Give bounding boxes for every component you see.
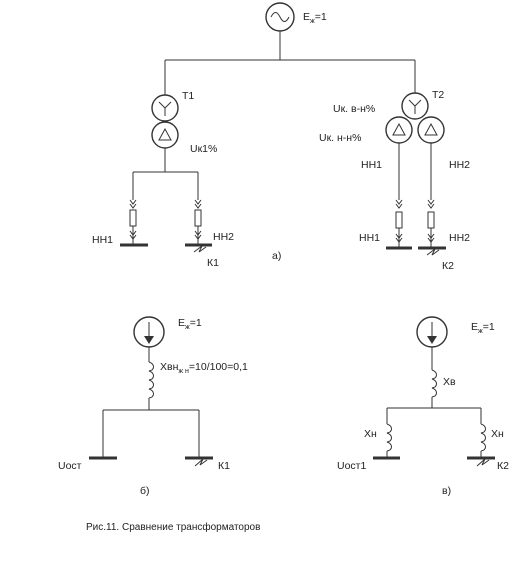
sine-wave-icon <box>270 12 290 22</box>
part-b-e-label: Eж=1 <box>178 317 202 331</box>
u-ost-label: Uост <box>58 460 82 472</box>
hh2-label: НН2 <box>213 231 234 243</box>
inductor-xn-right-icon <box>480 423 486 452</box>
switch-icon <box>427 199 435 209</box>
xn-right-label: Хн <box>491 428 504 440</box>
t2-delta-winding-left-icon <box>385 116 413 144</box>
xv-label: Хв <box>443 376 456 388</box>
inductor-xv-icon <box>431 369 437 398</box>
k1-label: К1 <box>207 257 219 269</box>
inductor-xn-left-icon <box>386 423 392 452</box>
t2-hh2-bus-label: НН2 <box>449 232 470 244</box>
part-b-diagram: Eж=1 Хвнж н=10/100=0,1 Uост К1 б) <box>58 316 248 497</box>
transformer-t1 <box>151 94 179 149</box>
t2-hh1-label: НН1 <box>361 159 382 171</box>
part-b-tag: б) <box>140 485 150 497</box>
uk-nn-label: Uк. н-н% <box>319 132 361 144</box>
reactor-icon <box>427 211 435 229</box>
fault-k1-icon <box>193 245 207 253</box>
u-ost1-label: Uост1 <box>337 460 366 472</box>
fault-k2-icon <box>426 248 440 256</box>
switch-icon <box>395 199 403 209</box>
switch-icon <box>395 233 403 243</box>
part-a-diagram: Eж=1 T1 Uк1% <box>92 2 470 272</box>
part-b-k1-label: К1 <box>218 460 230 472</box>
part-c-k2-label: К2 <box>497 460 509 472</box>
part-c-tag: в) <box>442 485 451 497</box>
source-e-label: Eж=1 <box>303 11 327 25</box>
reactor-icon <box>395 211 403 229</box>
arrow-down-icon <box>427 336 437 344</box>
t2-delta-winding-right-icon <box>417 116 445 144</box>
switch-icon <box>129 199 137 209</box>
t2-hh1-bus-label: НН1 <box>359 232 380 244</box>
xvn-label: Хвнж н=10/100=0,1 <box>160 361 248 375</box>
switch-icon <box>129 230 137 240</box>
fault-k2-icon <box>476 458 490 467</box>
switch-icon <box>194 199 202 209</box>
reactor-icon <box>194 209 202 227</box>
arrow-down-icon <box>144 336 154 344</box>
xn-left-label: Хн <box>364 428 377 440</box>
t2-hh2-label: НН2 <box>449 159 470 171</box>
uk1-label: Uк1% <box>190 143 217 155</box>
reactor-icon <box>129 209 137 227</box>
uk-vn-label: Uк. в-н% <box>333 103 375 115</box>
t1-delta-winding-icon <box>151 121 179 149</box>
figure-caption: Рис.11. Сравнение трансформаторов <box>86 521 260 533</box>
fault-k1-icon <box>194 458 208 467</box>
part-c-diagram: Eж=1 Хв Хн Хн Uост1 К2 в) <box>337 316 509 497</box>
part-a-tag: а) <box>272 250 281 262</box>
switch-icon <box>194 230 202 240</box>
hh1-label: НН1 <box>92 234 113 246</box>
part-c-e-label: Eж=1 <box>471 321 495 335</box>
t1-label: T1 <box>182 90 194 102</box>
inductor-xvn-icon <box>148 361 154 399</box>
t2-label: T2 <box>432 89 444 101</box>
switch-icon <box>427 233 435 243</box>
k2-label: К2 <box>442 260 454 272</box>
